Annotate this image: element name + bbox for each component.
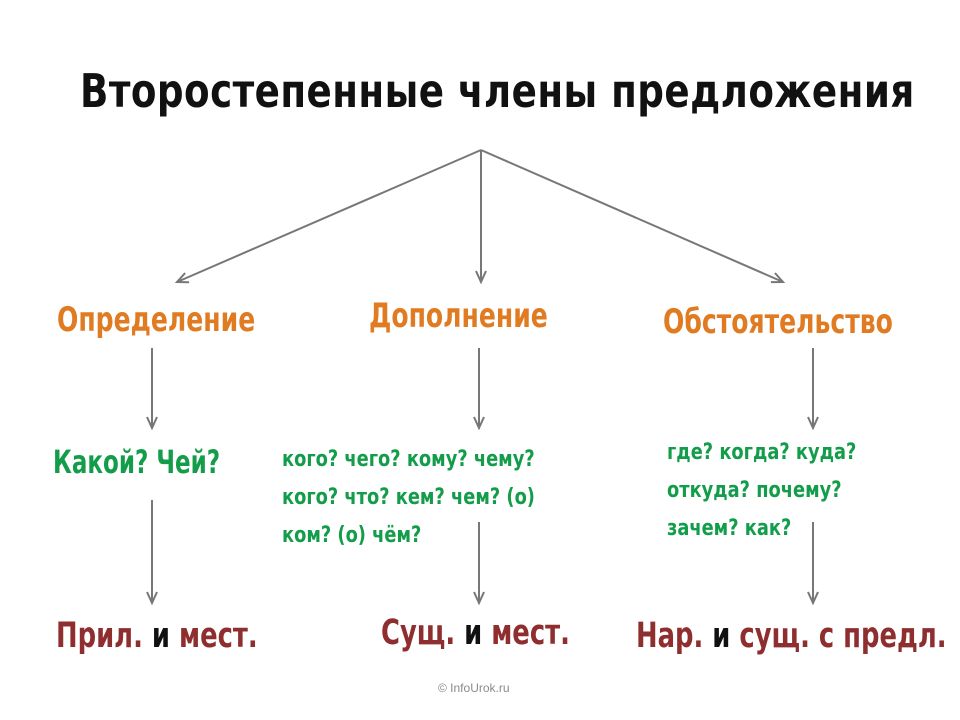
category-opredelenie: Определение — [57, 300, 256, 340]
arrow-to-obstoyatelstvo — [480, 149, 783, 282]
pos-word: Сущ. — [381, 613, 456, 653]
pos-word: Прил. — [56, 616, 143, 656]
arrow-to-opredelenie — [177, 149, 482, 282]
questions-dopolnenie: кого? чего? кому? чему? кого? что? кем? … — [282, 441, 563, 555]
pos-word: сущ. с предл. — [739, 616, 947, 656]
question-line: кого? что? кем? чем? (о) — [282, 485, 535, 510]
questions-obstoyatelstvo: где? когда? куда? откуда? почему? зачем?… — [667, 434, 877, 548]
question-line: ком? (о) чём? — [282, 523, 422, 548]
category-obstoyatelstvo: Обстоятельство — [663, 302, 893, 342]
pos-opredelenie: Прил. и мест. — [56, 616, 258, 656]
question-line: где? когда? куда? — [667, 440, 857, 465]
pos-conjunction: и — [142, 616, 179, 656]
question-line: кого? чего? кому? чему? — [282, 447, 535, 472]
pos-dopolnenie: Сущ. и мест. — [381, 613, 570, 653]
watermark: © InfoUrok.ru — [438, 681, 510, 695]
pos-word: мест. — [491, 613, 570, 653]
diagram-title: Второстепенные члены предложения — [80, 64, 915, 118]
pos-conjunction: и — [455, 613, 492, 653]
questions-opredelenie: Какой? Чей? — [53, 443, 221, 481]
pos-word: мест. — [178, 616, 258, 656]
question-line: откуда? почему? — [667, 478, 842, 503]
pos-word: Нар. — [636, 616, 704, 656]
category-dopolnenie: Дополнение — [369, 296, 548, 336]
pos-obstoyatelstvo: Нар. и сущ. с предл. — [636, 616, 947, 656]
pos-conjunction: и — [703, 616, 740, 656]
question-line: зачем? как? — [667, 516, 792, 541]
